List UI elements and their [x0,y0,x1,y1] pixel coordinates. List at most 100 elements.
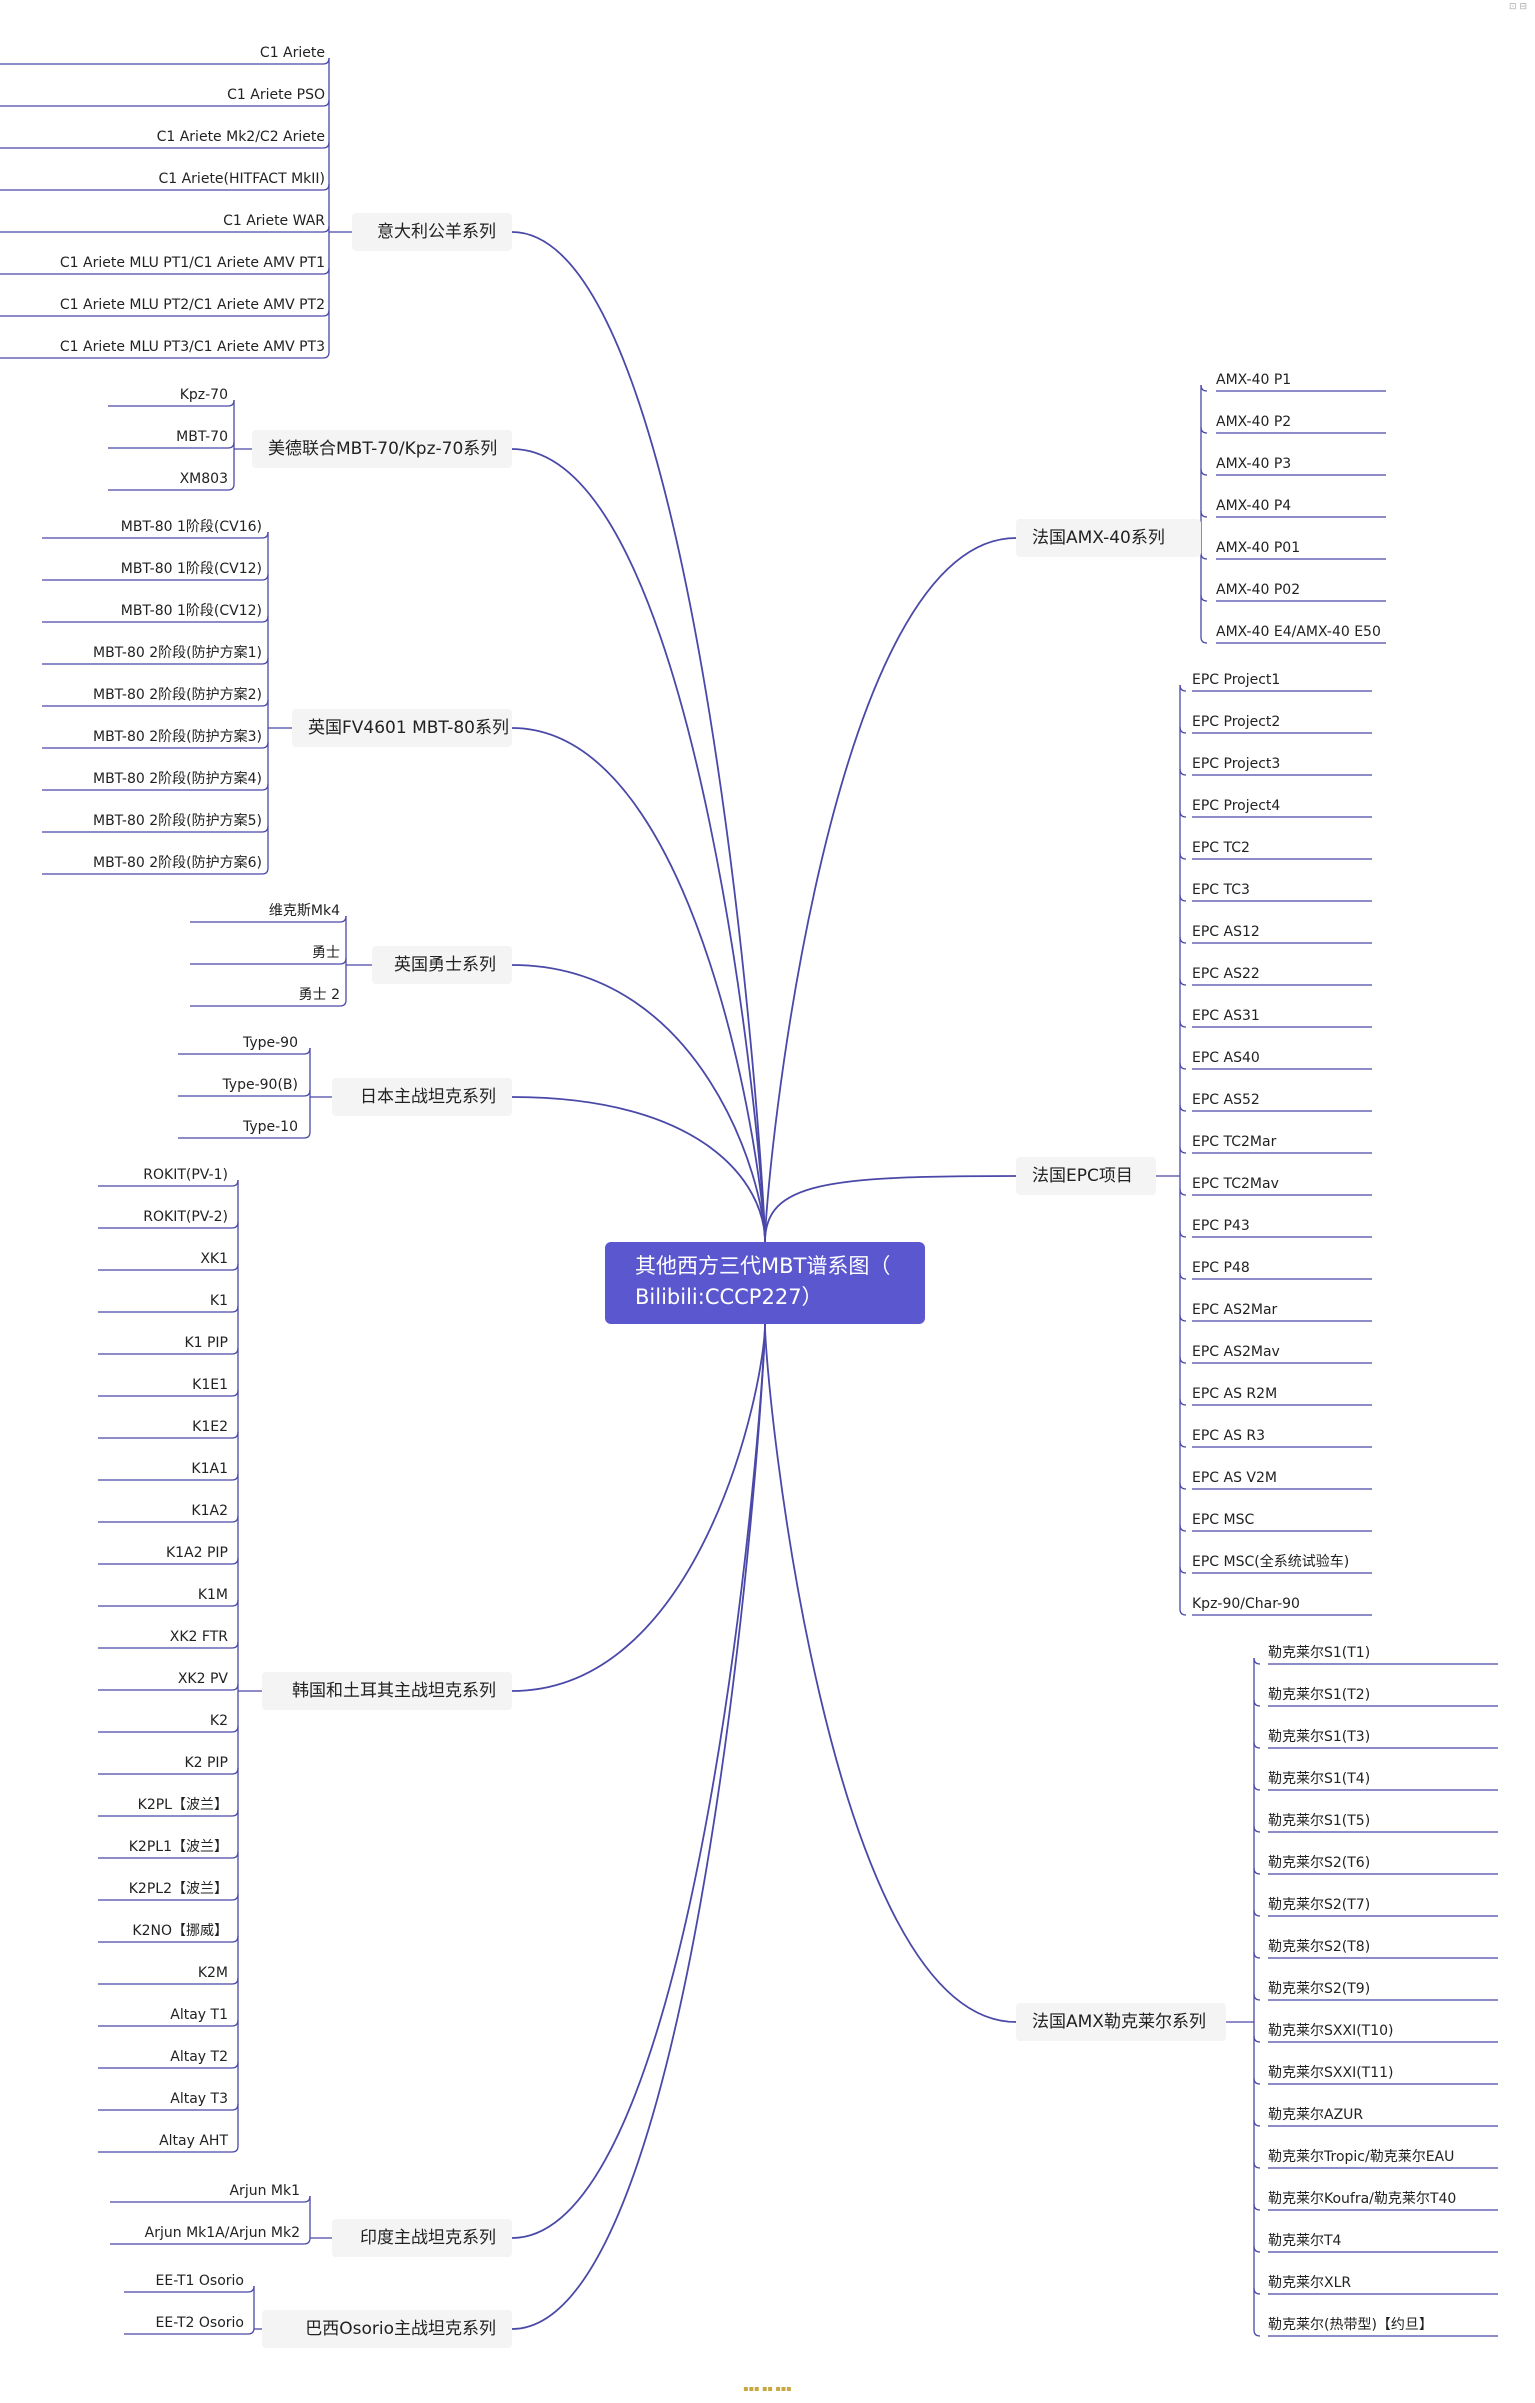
leaf-node[interactable]: 勒克莱尔Koufra/勒克莱尔T40 [1268,2191,1457,2207]
branch-node-10[interactable]: 法国EPC项目 [1016,1157,1156,1195]
leaf-node[interactable]: 勒克莱尔S1(T2) [1268,1687,1371,1703]
branch-node-6[interactable]: 韩国和土耳其主战坦克系列 [262,1672,512,1710]
leaf-node[interactable]: XK2 PV [177,1671,228,1687]
leaf-node[interactable]: 勒克莱尔S1(T1) [1268,1645,1371,1661]
branch-node-3[interactable]: 英国FV4601 MBT-80系列 [292,709,512,747]
leaf-node[interactable]: EPC AS31 [1192,1008,1260,1024]
leaf-node[interactable]: EE-T1 Osorio [155,2273,244,2289]
leaf-node[interactable]: EPC AS R3 [1192,1428,1266,1444]
leaf-node[interactable]: C1 Ariete(HITFACT MkII) [158,171,325,187]
leaf-node[interactable]: EPC TC2Mar [1192,1134,1277,1150]
leaf-node[interactable]: K2PL1【波兰】 [128,1839,228,1855]
leaf-node[interactable]: AMX-40 P4 [1216,498,1292,514]
leaf-node[interactable]: EPC AS R2M [1192,1386,1278,1402]
leaf-node[interactable]: C1 Ariete [259,45,325,61]
leaf-node[interactable]: C1 Ariete MLU PT1/C1 Ariete AMV PT1 [59,255,325,271]
leaf-node[interactable]: 勒克莱尔SXXI(T11) [1268,2065,1394,2081]
leaf-node[interactable]: MBT-80 2阶段(防护方案5) [92,813,262,829]
leaf-node[interactable]: 勒克莱尔S2(T8) [1268,1939,1371,1955]
leaf-node[interactable]: 勒克莱尔S1(T4) [1268,1771,1371,1787]
leaf-node[interactable]: 勇士 [312,945,340,961]
leaf-node[interactable]: EPC MSC(全系统试验车) [1192,1554,1350,1570]
leaf-node[interactable]: MBT-80 2阶段(防护方案4) [92,771,262,787]
leaf-node[interactable]: 勒克莱尔T4 [1268,2233,1342,2249]
branch-node-2[interactable]: 美德联合MBT-70/Kpz-70系列 [252,430,512,468]
leaf-node[interactable]: 勒克莱尔SXXI(T10) [1268,2023,1394,2039]
leaf-node[interactable]: EE-T2 Osorio [155,2315,244,2331]
leaf-node[interactable]: K2M [197,1965,228,1981]
leaf-node[interactable]: XK1 [200,1251,228,1267]
leaf-node[interactable]: EPC TC2Mav [1192,1176,1279,1192]
leaf-node[interactable]: 勒克莱尔S2(T7) [1268,1897,1371,1913]
leaf-node[interactable]: AMX-40 P1 [1216,372,1292,388]
leaf-node[interactable]: EPC P48 [1192,1260,1250,1276]
leaf-node[interactable]: EPC Project3 [1192,756,1281,772]
leaf-node[interactable]: EPC P43 [1192,1218,1250,1234]
leaf-node[interactable]: XK2 FTR [169,1629,228,1645]
leaf-node[interactable]: Altay AHT [159,2133,228,2149]
leaf-node[interactable]: K1A2 PIP [165,1545,228,1561]
leaf-node[interactable]: 勒克莱尔S1(T3) [1268,1729,1371,1745]
leaf-node[interactable]: EPC Project4 [1192,798,1281,814]
branch-node-1[interactable]: 意大利公羊系列 [352,213,512,251]
leaf-node[interactable]: Arjun Mk1 [229,2183,300,2199]
leaf-node[interactable]: EPC AS2Mav [1192,1344,1280,1360]
leaf-node[interactable]: EPC TC2 [1192,840,1250,856]
branch-node-11[interactable]: 法国AMX勒克莱尔系列 [1016,2003,1226,2041]
leaf-node[interactable]: EPC AS40 [1192,1050,1260,1066]
leaf-node[interactable]: C1 Ariete Mk2/C2 Ariete [156,129,325,145]
leaf-node[interactable]: EPC Project1 [1192,672,1281,688]
leaf-node[interactable]: K1A2 [191,1503,228,1519]
leaf-node[interactable]: 勒克莱尔S2(T9) [1268,1981,1371,1997]
leaf-node[interactable]: K2NO【挪威】 [132,1923,228,1939]
leaf-node[interactable]: Type-10 [242,1119,298,1135]
leaf-node[interactable]: K2 PIP [184,1755,228,1771]
leaf-node[interactable]: K1E1 [192,1377,228,1393]
leaf-node[interactable]: K2PL【波兰】 [137,1797,228,1813]
leaf-node[interactable]: K2 [209,1713,228,1729]
root-node[interactable]: 其他西方三代MBT谱系图（ Bilibili:CCCP227） [605,1242,925,1324]
leaf-node[interactable]: MBT-80 2阶段(防护方案1) [92,645,262,661]
leaf-node[interactable]: C1 Ariete MLU PT2/C1 Ariete AMV PT2 [59,297,325,313]
branch-node-9[interactable]: 法国AMX-40系列 [1016,519,1201,557]
leaf-node[interactable]: Type-90(B) [222,1077,298,1093]
leaf-node[interactable]: K2PL2【波兰】 [128,1881,228,1897]
leaf-node[interactable]: Altay T3 [170,2091,228,2107]
leaf-node[interactable]: MBT-80 2阶段(防护方案2) [92,687,262,703]
leaf-node[interactable]: AMX-40 E4/AMX-40 E50 [1216,624,1381,640]
leaf-node[interactable]: MBT-80 1阶段(CV12) [120,603,262,619]
branch-node-5[interactable]: 日本主战坦克系列 [332,1078,512,1116]
leaf-node[interactable]: AMX-40 P01 [1216,540,1301,556]
leaf-node[interactable]: AMX-40 P2 [1216,414,1292,430]
leaf-node[interactable]: EPC Project2 [1192,714,1281,730]
leaf-node[interactable]: ROKIT(PV-2) [143,1209,228,1225]
leaf-node[interactable]: EPC MSC [1192,1512,1255,1528]
leaf-node[interactable]: Kpz-90/Char-90 [1192,1596,1300,1612]
leaf-node[interactable]: 勒克莱尔(热带型)【约旦】 [1268,2317,1433,2333]
leaf-node[interactable]: EPC AS2Mar [1192,1302,1278,1318]
leaf-node[interactable]: MBT-80 1阶段(CV12) [120,561,262,577]
leaf-node[interactable]: Altay T2 [170,2049,228,2065]
leaf-node[interactable]: 勇士 2 [298,987,340,1003]
leaf-node[interactable]: 勒克莱尔Tropic/勒克莱尔EAU [1268,2149,1455,2165]
leaf-node[interactable]: MBT-80 1阶段(CV16) [120,519,262,535]
branch-node-7[interactable]: 印度主战坦克系列 [332,2219,512,2257]
leaf-node[interactable]: MBT-80 2阶段(防护方案6) [92,855,262,871]
leaf-node[interactable]: EPC AS12 [1192,924,1260,940]
leaf-node[interactable]: MBT-80 2阶段(防护方案3) [92,729,262,745]
leaf-node[interactable]: AMX-40 P3 [1216,456,1292,472]
leaf-node[interactable]: Arjun Mk1A/Arjun Mk2 [144,2225,300,2241]
branch-node-8[interactable]: 巴西Osorio主战坦克系列 [262,2310,512,2348]
leaf-node[interactable]: Type-90 [242,1035,298,1051]
leaf-node[interactable]: EPC AS52 [1192,1092,1260,1108]
leaf-node[interactable]: K1A1 [191,1461,228,1477]
leaf-node[interactable]: XM803 [179,471,228,487]
leaf-node[interactable]: C1 Ariete MLU PT3/C1 Ariete AMV PT3 [59,339,325,355]
leaf-node[interactable]: Altay T1 [170,2007,228,2023]
leaf-node[interactable]: EPC AS22 [1192,966,1260,982]
leaf-node[interactable]: ROKIT(PV-1) [143,1167,228,1183]
leaf-node[interactable]: 勒克莱尔AZUR [1268,2107,1364,2123]
leaf-node[interactable]: 勒克莱尔S2(T6) [1268,1855,1371,1871]
leaf-node[interactable]: K1 [209,1293,228,1309]
leaf-node[interactable]: C1 Ariete PSO [227,87,325,103]
